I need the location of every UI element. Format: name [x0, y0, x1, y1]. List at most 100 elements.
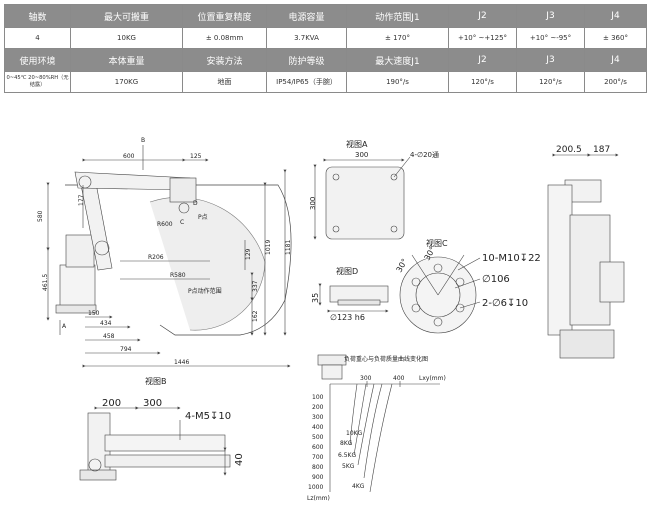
dim-label: 177 [78, 194, 85, 206]
spec-header-cell: 位置重复精度 [182, 4, 267, 28]
view-title: 视图D [336, 266, 358, 276]
load-curve [357, 383, 375, 466]
range-label: D [193, 200, 198, 207]
spec-value-cell: +10° ~+125° [448, 27, 517, 49]
dim-label: 1446 [174, 359, 189, 366]
y-tick-label: 500 [312, 434, 324, 441]
dim-label: 129 [245, 248, 252, 260]
dim-label: 4-M5↧10 [185, 411, 231, 422]
dim-label: 4-∅20通 [410, 150, 439, 159]
dim-label: 200.5 [556, 145, 582, 155]
dim-label: 300 [309, 197, 317, 210]
front-view [547, 153, 625, 359]
spec-value-cell: 4 [4, 27, 71, 49]
load-chart-axes [329, 381, 440, 492]
load-curve [349, 383, 358, 446]
range-label: R600 [157, 221, 173, 228]
spec-value-cell: ± 360° [584, 27, 647, 49]
y-tick-label: 900 [312, 474, 324, 481]
y-tick-label: 700 [312, 454, 324, 461]
dim-label: 1181 [285, 240, 292, 255]
x-axis-label: Lxy(mm) [419, 375, 446, 382]
dim-label: 300 [143, 398, 162, 409]
spec-header-cell: 最大速度J1 [346, 48, 449, 72]
load-chart-title: 负荷重心与负荷质量曲线变化图 [344, 355, 428, 363]
y-tick-label: 1000 [308, 484, 323, 491]
x-tick-label: 400 [393, 375, 405, 382]
x-tick-label: 300 [360, 375, 372, 382]
side-view [46, 145, 292, 368]
spec-header-cell: J2 [448, 48, 517, 72]
spec-header-row-2: 使用环境 本体重量 安装方法 防护等级 最大速度J1 J2 J3 J4 [4, 48, 647, 72]
y-axis-label: Lz(mm) [307, 495, 330, 502]
y-tick-label: 200 [312, 404, 324, 411]
view-a [313, 156, 411, 240]
spec-header-cell: 动作范围J1 [346, 4, 449, 28]
y-tick-label: 400 [312, 424, 324, 431]
range-label: P点 [198, 213, 208, 221]
spec-value-cell: 190°/s [346, 71, 449, 93]
spec-header-cell: J2 [448, 4, 517, 28]
dim-label: 10-M10↧22 [482, 253, 541, 264]
load-curves [349, 383, 393, 493]
spec-header-cell: 最大可搬重 [70, 4, 183, 28]
dim-label: 125 [190, 153, 202, 160]
dim-label: 40 [234, 453, 245, 466]
spec-header-cell: 使用环境 [4, 48, 71, 72]
view-b [79, 406, 231, 481]
dim-label: 337 [252, 280, 259, 292]
spec-table: 轴数 最大可搬重 位置重复精度 电源容量 动作范围J1 J2 J3 J4 4 1… [4, 4, 647, 93]
y-tick-label: 800 [312, 464, 324, 471]
range-label: R206 [148, 254, 164, 261]
dim-label: 30° [395, 257, 410, 274]
spec-value-cell: 120°/s [516, 71, 585, 93]
spec-value-cell: 120°/s [448, 71, 517, 93]
curve-label: 5KG [342, 463, 355, 470]
dim-label: 150 [88, 310, 100, 317]
spec-value-cell: 10KG [70, 27, 183, 49]
spec-value-cell: 地面 [182, 71, 267, 93]
spec-value-cell: ± 170° [346, 27, 449, 49]
spec-header-row-1: 轴数 最大可搬重 位置重复精度 电源容量 动作范围J1 J2 J3 J4 [4, 4, 647, 28]
spec-value-cell: +10° ~-95° [516, 27, 585, 49]
spec-value-row-1: 4 10KG ± 0.08mm 3.7KVA ± 170° +10° ~+125… [4, 27, 647, 49]
dim-label: 434 [100, 320, 112, 327]
dim-label: 794 [120, 346, 132, 353]
load-curve [353, 383, 367, 456]
dim-label: 580 [37, 210, 44, 222]
range-label: C [180, 219, 184, 226]
curve-label: 10KG [346, 430, 363, 437]
spec-value-cell: 170KG [70, 71, 183, 93]
dim-label: A [62, 323, 67, 330]
spec-header-cell: 安装方法 [182, 48, 267, 72]
spec-header-cell: J3 [516, 48, 585, 72]
spec-header-cell: J3 [516, 4, 585, 28]
spec-value-row-2: 0~45℃ 20~80%RH（无结露） 170KG 地面 IP54/IP65（手… [4, 71, 647, 93]
view-title: 视图A [346, 139, 368, 149]
load-curve [369, 383, 393, 493]
spec-value-cell: IP54/IP65（手腕） [266, 71, 347, 93]
dim-label: 2-∅6↧10 [482, 298, 528, 309]
spec-header-cell: 轴数 [4, 4, 71, 28]
spec-header-cell: 本体重量 [70, 48, 183, 72]
y-tick-labels: 100 200 300 400 500 600 700 800 900 1000 [308, 394, 324, 491]
range-label: R580 [170, 272, 186, 279]
load-curve [363, 383, 383, 479]
range-label: P点动作范围 [188, 287, 222, 295]
y-tick-label: 100 [312, 394, 324, 401]
view-c [399, 254, 481, 334]
dim-label: 1019 [265, 240, 272, 255]
dim-label: 458 [103, 333, 115, 340]
load-chart-wrist-icon [317, 354, 347, 380]
dim-label: 461.5 [42, 274, 49, 291]
spec-value-cell: ± 0.08mm [182, 27, 267, 49]
dim-label: 187 [593, 145, 610, 155]
dim-label: 600 [123, 153, 135, 160]
dim-label: 35 [311, 293, 320, 303]
dim-label: 162 [252, 310, 259, 322]
view-title: 视图B [145, 376, 167, 386]
spec-value-cell: 200°/s [584, 71, 647, 93]
y-tick-label: 300 [312, 414, 324, 421]
curve-label: 8KG [340, 440, 353, 447]
